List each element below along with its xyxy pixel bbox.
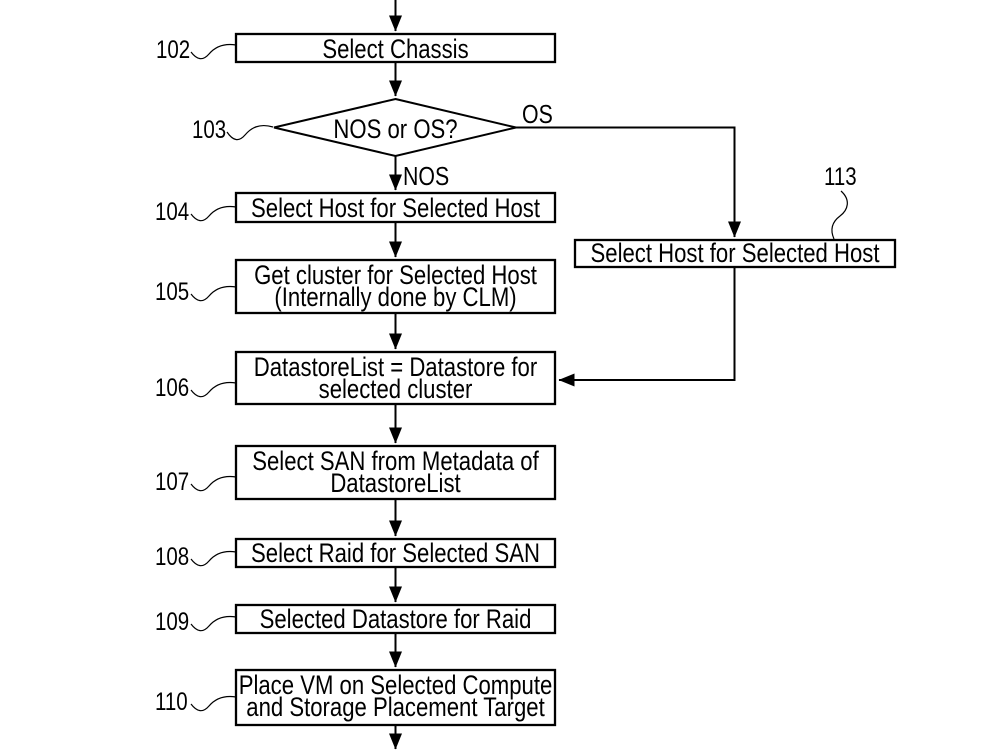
ref-numeral-102: 102 bbox=[156, 35, 190, 63]
node-113-box bbox=[573, 238, 897, 269]
edge-113-to-106 bbox=[558, 267, 736, 387]
ref-numeral-103: 103 bbox=[192, 115, 226, 143]
ref-connector-110 bbox=[190, 695, 237, 712]
ref-connector-104 bbox=[190, 205, 237, 222]
node-106-label-line2: selected cluster bbox=[319, 375, 473, 405]
ref-connector-107 bbox=[190, 475, 237, 492]
ref-connector-108 bbox=[190, 550, 237, 567]
edge-103-to-113-os bbox=[516, 126, 741, 238]
node-105-label-line1: Get cluster for Selected Host bbox=[254, 261, 537, 291]
node-102-box bbox=[234, 32, 557, 64]
node-110-label-line1: Place VM on Selected Compute bbox=[239, 671, 553, 701]
node-104-label: Select Host for Selected Host bbox=[251, 194, 540, 224]
ref-connector-102 bbox=[190, 43, 237, 60]
node-105-box bbox=[234, 258, 557, 315]
node-105-label-line2: (Internally done by CLM) bbox=[274, 283, 516, 313]
ref-numeral-108: 108 bbox=[155, 542, 189, 570]
node-108-label: Select Raid for Selected SAN bbox=[251, 539, 540, 569]
node-108-box bbox=[234, 537, 557, 569]
node-107-label-line2: DatastoreList bbox=[330, 469, 460, 499]
ref-connector-109 bbox=[190, 615, 237, 632]
ref-connector-106 bbox=[190, 381, 237, 398]
ref-numeral-109: 109 bbox=[155, 607, 189, 635]
ref-numeral-113: 113 bbox=[824, 162, 857, 190]
node-107-label-line1: Select SAN from Metadata of bbox=[252, 447, 539, 477]
node-103-label: NOS or OS? bbox=[333, 115, 457, 145]
node-102-label: Select Chassis bbox=[322, 35, 468, 65]
branch-label-os: OS bbox=[522, 100, 553, 130]
node-103-diamond bbox=[273, 97, 517, 158]
node-110-box bbox=[234, 668, 557, 727]
ref-connector-103 bbox=[226, 124, 274, 141]
ref-numeral-105: 105 bbox=[155, 277, 189, 305]
node-104-box bbox=[234, 191, 557, 224]
node-106-label-line1: DatastoreList = Datastore for bbox=[254, 353, 537, 383]
node-107-box bbox=[234, 444, 557, 501]
ref-connector-113 bbox=[831, 190, 848, 240]
ref-numeral-107: 107 bbox=[155, 467, 189, 495]
node-109-label: Selected Datastore for Raid bbox=[260, 605, 532, 635]
node-109-box bbox=[234, 603, 557, 635]
ref-numeral-104: 104 bbox=[155, 197, 189, 225]
node-106-box bbox=[234, 350, 557, 406]
branch-label-nos: NOS bbox=[403, 162, 449, 192]
node-110-label-line2: and Storage Placement Target bbox=[246, 693, 545, 723]
ref-connector-105 bbox=[190, 285, 237, 302]
ref-numeral-106: 106 bbox=[155, 373, 189, 401]
node-113-label: Select Host for Selected Host bbox=[591, 239, 880, 269]
ref-numeral-110: 110 bbox=[155, 687, 188, 715]
